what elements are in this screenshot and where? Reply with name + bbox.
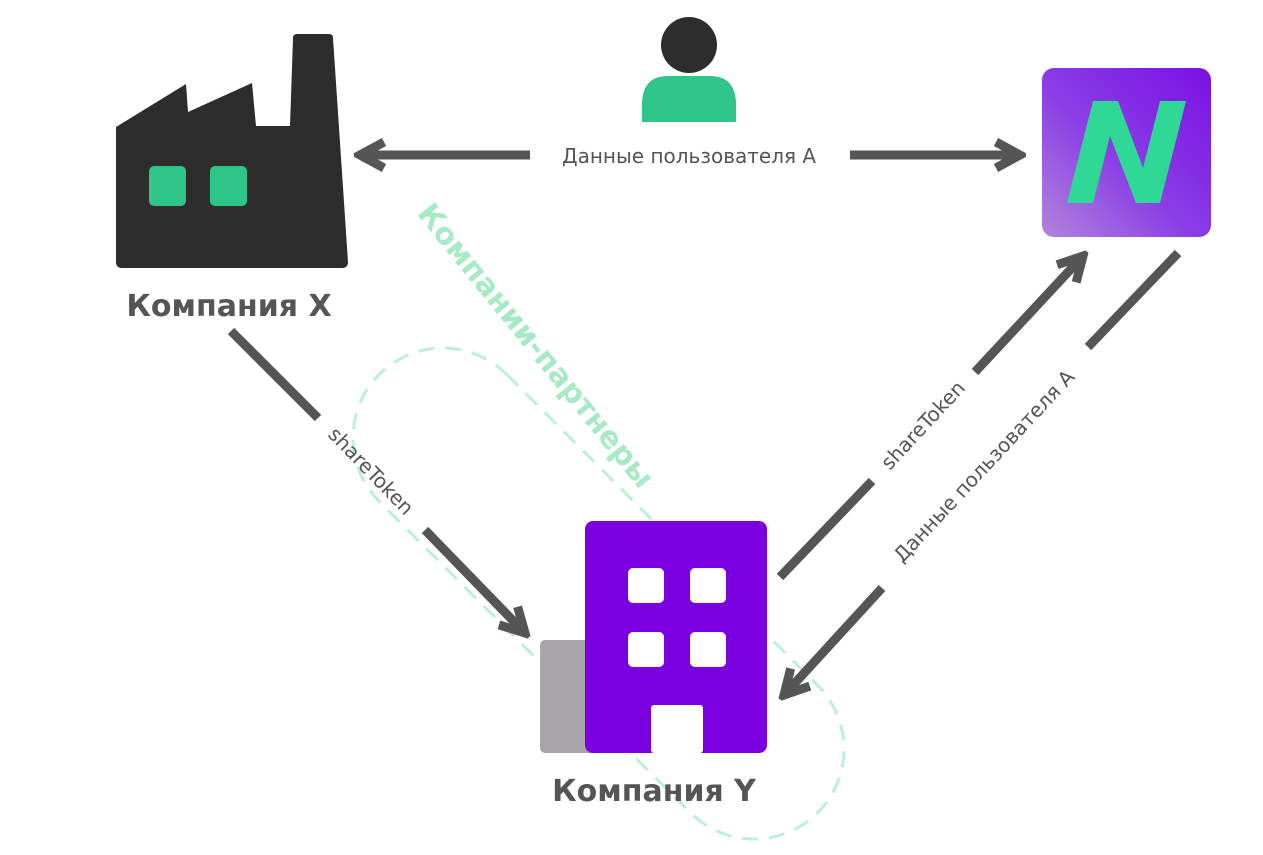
arrow-y-n-upper — [971, 256, 1083, 376]
company-y-node: Компания Y — [540, 521, 767, 809]
user-icon — [642, 17, 736, 122]
arrow-n-y-upper — [1084, 249, 1182, 351]
factory-icon — [116, 34, 348, 268]
edge-user-data-n-y: Данные пользователя А — [784, 249, 1182, 695]
edge-user-data-x-n: Данные пользователя А — [360, 144, 1020, 168]
arrow-x-y-upper — [227, 327, 322, 422]
service-n-node — [1042, 68, 1211, 237]
office-building-icon — [540, 521, 767, 753]
company-x-node: Компания X — [116, 34, 348, 324]
edge-label-sharetoken-right: shareToken — [876, 376, 970, 475]
edge-label-user-data-right: Данные пользователя А — [888, 365, 1079, 567]
edge-label-sharetoken-left: shareToken — [323, 422, 418, 519]
arrow-y-n-lower — [776, 477, 876, 581]
company-x-label: Компания X — [126, 289, 331, 324]
arrow-x-y-lower — [421, 526, 525, 633]
edge-label-user-data-top: Данные пользователя А — [562, 144, 816, 168]
arrow-n-y-lower — [784, 584, 886, 695]
company-y-label: Компания Y — [552, 774, 757, 809]
partner-companies-label: Компании-партнеры — [410, 197, 661, 495]
building-door — [651, 705, 703, 753]
n-logo-icon — [1042, 68, 1211, 237]
